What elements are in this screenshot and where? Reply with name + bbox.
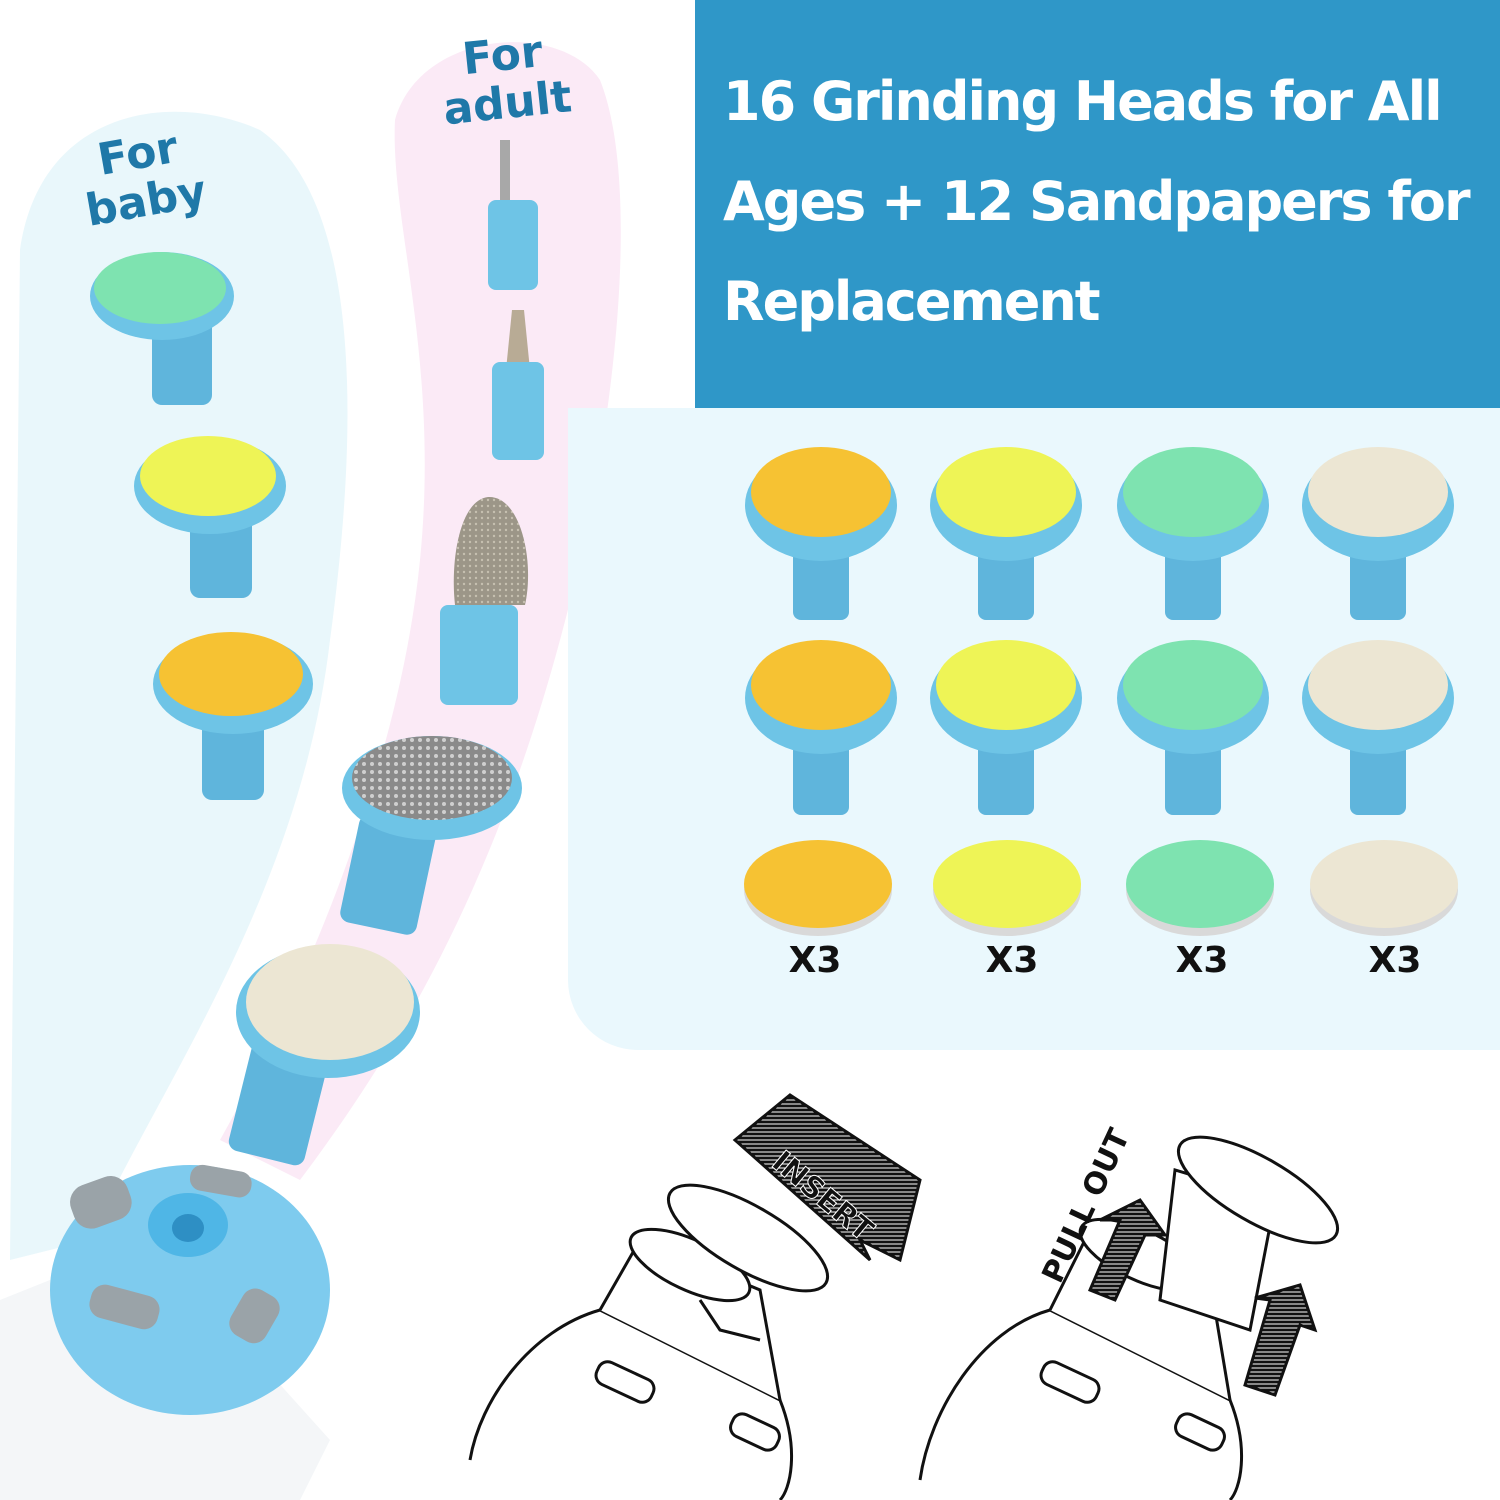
- adult-head-metal-mesh: [340, 736, 522, 935]
- quantity-green: X3: [1175, 940, 1229, 981]
- grid-head-green-1: [1117, 447, 1269, 620]
- pull-out-diagram: [918, 1135, 1340, 1500]
- title-banner: 16 Grinding Heads for All Ages + 12 Sand…: [695, 0, 1500, 408]
- adult-head-felt: [228, 944, 420, 1166]
- adult-head-stone-bit: [440, 496, 529, 705]
- baby-head-green: [90, 252, 234, 405]
- quantity-felt: X3: [1368, 940, 1422, 981]
- quantity-orange: X3: [788, 940, 842, 981]
- banner-line-1: 16 Grinding Heads for All: [723, 70, 1443, 133]
- grid-head-felt-1: [1302, 447, 1454, 620]
- adult-head-thin-bit: [488, 140, 538, 290]
- grid-head-yellow-2: [930, 640, 1082, 815]
- banner-title: 16 Grinding Heads for All Ages + 12 Sand…: [723, 52, 1493, 352]
- quantity-yellow: X3: [985, 940, 1039, 981]
- sandpaper-orange: [744, 840, 892, 936]
- banner-line-2: Ages + 12 Sandpapers for: [723, 170, 1471, 233]
- grid-heads: [744, 447, 1458, 936]
- grid-head-yellow-1: [930, 447, 1082, 620]
- insert-diagram: [468, 1093, 922, 1500]
- baby-head-orange: [153, 632, 313, 800]
- baby-head-yellow: [134, 436, 286, 598]
- sandpaper-yellow: [933, 840, 1081, 936]
- grid-head-green-2: [1117, 640, 1269, 815]
- adult-head-cone-bit: [492, 310, 544, 460]
- grid-head-felt-2: [1302, 640, 1454, 815]
- grid-head-orange-2: [745, 640, 897, 815]
- grid-head-orange-1: [745, 447, 897, 620]
- sandpaper-green: [1126, 840, 1274, 936]
- banner-line-3: Replacement: [723, 270, 1101, 333]
- nail-trimmer-device: [0, 1164, 330, 1500]
- sandpaper-felt: [1310, 840, 1458, 936]
